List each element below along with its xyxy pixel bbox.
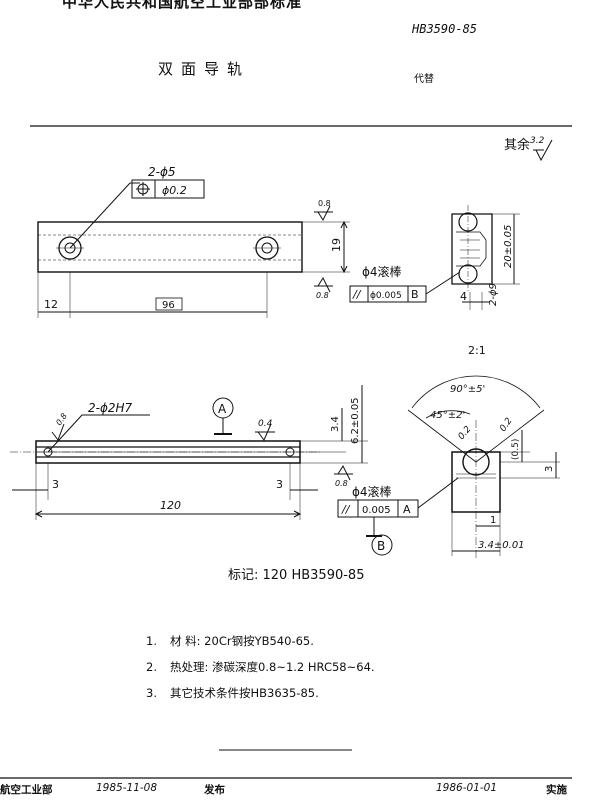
view2-frame-symbol: // [341, 503, 351, 516]
note-text: 材 料: 20Cr钢按YB540-65. [170, 634, 314, 648]
footer-issue-date: 1985-11-08 [96, 782, 158, 794]
view1-hole-callout: 2-ϕ5 [148, 165, 176, 179]
detail-roughness-a: 0.2 [457, 424, 474, 442]
view2-roughness-top: 0.4 [258, 419, 273, 429]
view2-frame-tol: 0.005 [362, 505, 391, 516]
view1-frame-datum: B [411, 288, 419, 301]
part-name: 双面导轨 [158, 60, 251, 78]
detail-angle-45: 45°±2' [430, 410, 465, 421]
note-item: 2. 热处理: 渗碳深度0.8~1.2 HRC58~64. [146, 654, 375, 680]
marking-text: 标记: 120 HB3590-85 [228, 568, 365, 583]
view2-datum-b-bubble [371, 534, 393, 556]
view2-end-right: 3 [276, 478, 283, 491]
note-number: 1. [146, 634, 157, 648]
note-text: 热处理: 渗碳深度0.8~1.2 HRC58~64. [170, 660, 375, 674]
roughness-rest-value: 3.2 [530, 136, 545, 146]
note-number: 2. [146, 660, 157, 674]
note-number: 3. [146, 686, 157, 700]
view2-roll-label: ϕ4滚棒 [352, 484, 392, 499]
detail-dim-05: (0.5) [511, 439, 521, 460]
footer-impl: 实施 [546, 784, 567, 796]
roughness-symbol-icon [535, 139, 553, 162]
detail-dim-3: 3 [544, 466, 555, 472]
note-item: 3. 其它技术条件按HB3635-85. [146, 680, 375, 706]
view1-roughness-bottom: 0.8 [316, 291, 329, 300]
replaces-label: 代替 [414, 74, 434, 85]
detail-dim-34: 3.4±0.01 [478, 540, 525, 551]
side1-slot-dim: 2-ϕ9 [488, 283, 499, 306]
view2-parallel-frame [337, 499, 419, 518]
roughness-rest-label: 其余 [504, 138, 531, 153]
view2-length-dim: 120 [160, 499, 181, 512]
view2-datum-b: B [377, 539, 385, 553]
view1-height-dim: 19 [330, 238, 343, 252]
note-text: 其它技术条件按HB3635-85. [170, 686, 319, 700]
technical-notes: 1. 材 料: 20Cr钢按YB540-65. 2. 热处理: 渗碳深度0.8~1.… [146, 628, 375, 706]
footer-impl-date: 1986-01-01 [436, 782, 498, 794]
view1-position-tol: ϕ0.2 [162, 184, 187, 197]
view2-roughness-corner: 0.8 [54, 412, 69, 428]
view1-roughness-top: 0.8 [318, 199, 331, 208]
detail-dim-1: 1 [490, 515, 496, 526]
view2-end-left: 3 [52, 478, 59, 491]
view2-dim-34: 3.4 [330, 416, 341, 432]
view1-roll-label: ϕ4滚棒 [362, 264, 402, 279]
view2-pin-callout: 2-ϕ2H7 [88, 401, 133, 415]
view1-frame-tol: ϕ0.005 [370, 291, 402, 301]
view1-body [37, 221, 303, 273]
footer-issue: 发布 [204, 784, 225, 796]
scale-label: 2:1 [468, 344, 486, 357]
view2-dim-62: 6.2±0.05 [350, 397, 361, 444]
side1-height-dim: 20±0.05 [503, 225, 514, 268]
detail-angle-90: 90°±5' [450, 384, 485, 395]
side1-depth-dim: 4 [460, 290, 467, 303]
view1-center-dim: 96 [162, 300, 175, 311]
footer-org: 航空工业部 [0, 784, 53, 796]
view1-position-frame [131, 179, 205, 199]
roughness-rest: 其余3.2 [504, 134, 544, 153]
detail-roughness-b: 0.2 [498, 416, 515, 434]
standard-code: HB3590-85 [412, 22, 478, 36]
view2-datum-a: A [218, 402, 227, 416]
view1-frame-symbol: // [352, 288, 362, 301]
standard-title: 中华人民共和国航空工业部部标准 [62, 0, 303, 11]
view2-roughness-bottom: 0.8 [335, 479, 348, 488]
note-item: 1. 材 料: 20Cr钢按YB540-65. [146, 628, 375, 654]
view2-frame-datum: A [403, 503, 411, 516]
view1-left-dim: 12 [44, 298, 58, 311]
